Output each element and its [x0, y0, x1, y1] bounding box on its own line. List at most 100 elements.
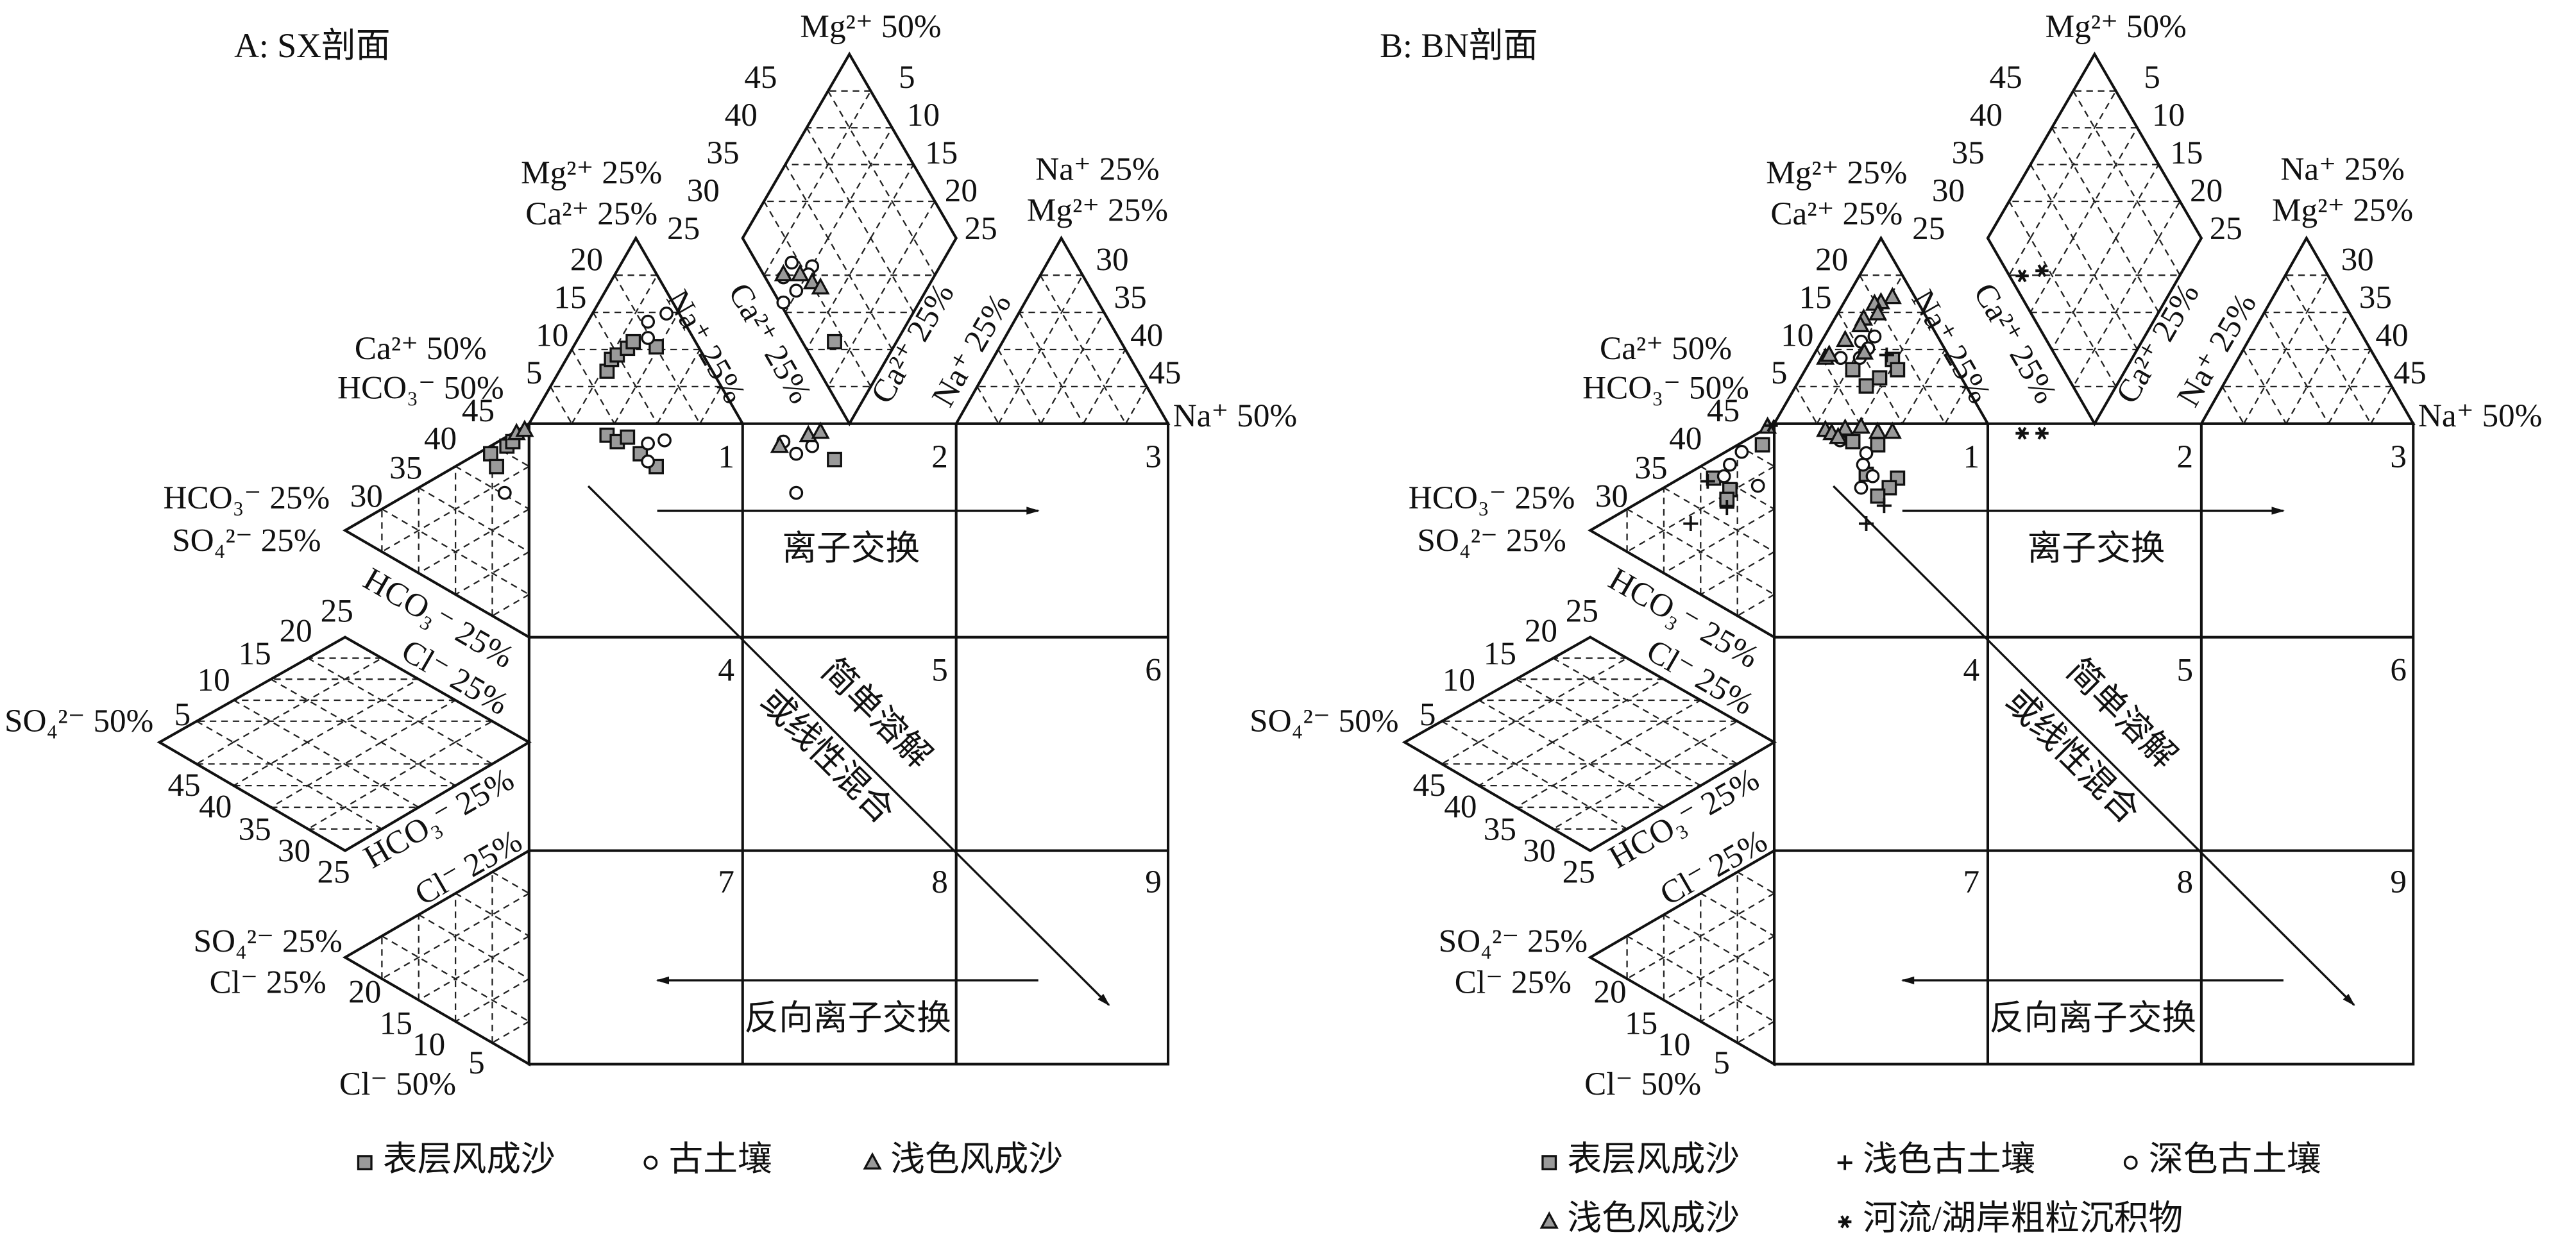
triangle-marker — [1829, 426, 1848, 444]
dissolution-mixing-arrow — [1833, 485, 2355, 1006]
legend-item: 浅色风成沙 — [863, 1139, 1063, 1178]
tick-label: 20 — [2190, 172, 2223, 209]
tick-label: 40 — [424, 421, 457, 457]
tick-label: 35 — [2359, 279, 2392, 315]
cation-diamond — [1986, 51, 2203, 426]
grid-line — [233, 741, 308, 787]
triangle-marker — [774, 264, 793, 282]
triangle-marker — [802, 272, 822, 290]
square-marker — [1845, 362, 1861, 378]
grid-line — [1737, 871, 1775, 895]
grid-line — [1627, 935, 1775, 1022]
circle-marker — [657, 433, 672, 448]
grid-line — [1737, 1020, 1775, 1044]
legend-item: 浅色古土壤 — [1837, 1139, 2035, 1178]
tick-label: 5 — [1713, 1045, 1730, 1081]
grid-line — [1515, 678, 1627, 743]
tick-label: 45 — [462, 392, 495, 429]
so4-25-label: SO₄²⁻ 25% — [193, 923, 342, 959]
circle-marker — [641, 436, 656, 451]
cl50-label: Cl⁻ 50% — [1584, 1066, 1701, 1102]
mg50-label: Mg²⁺ 50% — [2046, 8, 2187, 45]
legend-item: 表层风成沙 — [357, 1139, 555, 1178]
legend-item: 深色古土壤 — [2123, 1139, 2321, 1178]
tick-label: 10 — [907, 97, 940, 133]
tick-label: 10 — [412, 1027, 445, 1063]
grid-line — [307, 741, 456, 830]
circle-marker — [1734, 444, 1749, 459]
triangle-marker — [1836, 418, 1855, 436]
legend-item: 表层风成沙 — [1541, 1139, 1740, 1178]
dissolution-mixing-arrow — [587, 485, 1110, 1006]
tick-label: 30 — [1096, 242, 1128, 278]
grid-line — [1124, 386, 1148, 425]
so4-25-label: SO₄²⁻ 25% — [172, 522, 321, 559]
cell-number-2: 2 — [931, 439, 948, 475]
legend-item: 古土壤 — [643, 1139, 772, 1178]
cell-number-8: 8 — [931, 864, 948, 900]
hco3-50-label: HCO₃⁻ 50% — [1582, 369, 1749, 406]
grid-line — [763, 237, 786, 276]
grid-line — [1478, 741, 1628, 830]
cell-number-4: 4 — [1963, 652, 1980, 689]
cation-diamond — [741, 51, 958, 426]
legend: 表层风成沙 古土壤 浅色风成沙 — [357, 1139, 1063, 1178]
grid-line — [870, 237, 915, 313]
triangle-marker — [1851, 416, 1871, 434]
tick-label: 30 — [1523, 832, 1555, 869]
cell-number-9: 9 — [1145, 864, 1162, 900]
tick-label: 45 — [1148, 355, 1181, 391]
tick-label: 30 — [687, 172, 720, 209]
grid-line — [2072, 127, 2139, 239]
legend-label: 表层风成沙 — [1567, 1139, 1740, 1178]
grid-line — [1901, 349, 1946, 425]
grid-line — [1944, 386, 1967, 425]
circle-marker — [1750, 478, 1765, 493]
grid-line — [307, 678, 419, 743]
cl25-label: Cl⁻ 25% — [210, 964, 326, 1000]
circle-marker — [1856, 457, 1870, 472]
tick-label: 35 — [1634, 450, 1667, 487]
square-marker — [827, 333, 842, 349]
triangle-marker — [1883, 421, 1902, 439]
grid-line — [1625, 699, 1701, 743]
legend-label: 浅色风成沙 — [890, 1139, 1063, 1178]
asterisk-marker — [2015, 426, 2029, 440]
mg25-label: Mg²⁺ 25% — [2272, 192, 2413, 229]
grid-line — [491, 444, 530, 467]
circle-marker — [789, 283, 804, 298]
grid-line — [2072, 237, 2139, 350]
grid-line — [233, 657, 382, 743]
grid-line — [1700, 720, 1738, 743]
tick-label: 20 — [348, 974, 381, 1011]
grid-line — [656, 349, 701, 425]
tick-label: 35 — [239, 811, 271, 848]
mg25-label: Mg²⁺ 25% — [521, 155, 662, 191]
grid-line — [270, 678, 382, 743]
square-marker — [648, 339, 664, 355]
cell-number-1: 1 — [718, 439, 734, 475]
tick-label: 35 — [1114, 279, 1147, 315]
plus-marker — [1876, 498, 1892, 514]
tick-label: 15 — [2170, 135, 2203, 171]
grid-line — [784, 237, 829, 313]
triangle-marker — [515, 419, 534, 437]
grid-line — [2328, 349, 2371, 425]
tick-label: 10 — [198, 662, 230, 698]
triangle-marker — [811, 277, 830, 295]
tick-label: 35 — [1484, 811, 1516, 848]
grid-line — [976, 386, 999, 425]
tick-label: 40 — [1669, 421, 1702, 457]
square-marker — [489, 458, 505, 475]
ca25-label: Ca²⁺ 25% — [1770, 196, 1902, 232]
grid-line — [455, 978, 530, 1022]
panel-title: A: SX剖面 — [234, 26, 390, 65]
tick-label: 5 — [1419, 696, 1436, 733]
cell-number-6: 6 — [2390, 652, 2407, 689]
tick-label: 45 — [167, 767, 200, 803]
so4-25-label: SO₄²⁻ 25% — [1417, 522, 1566, 559]
circle-marker — [1865, 469, 1880, 484]
